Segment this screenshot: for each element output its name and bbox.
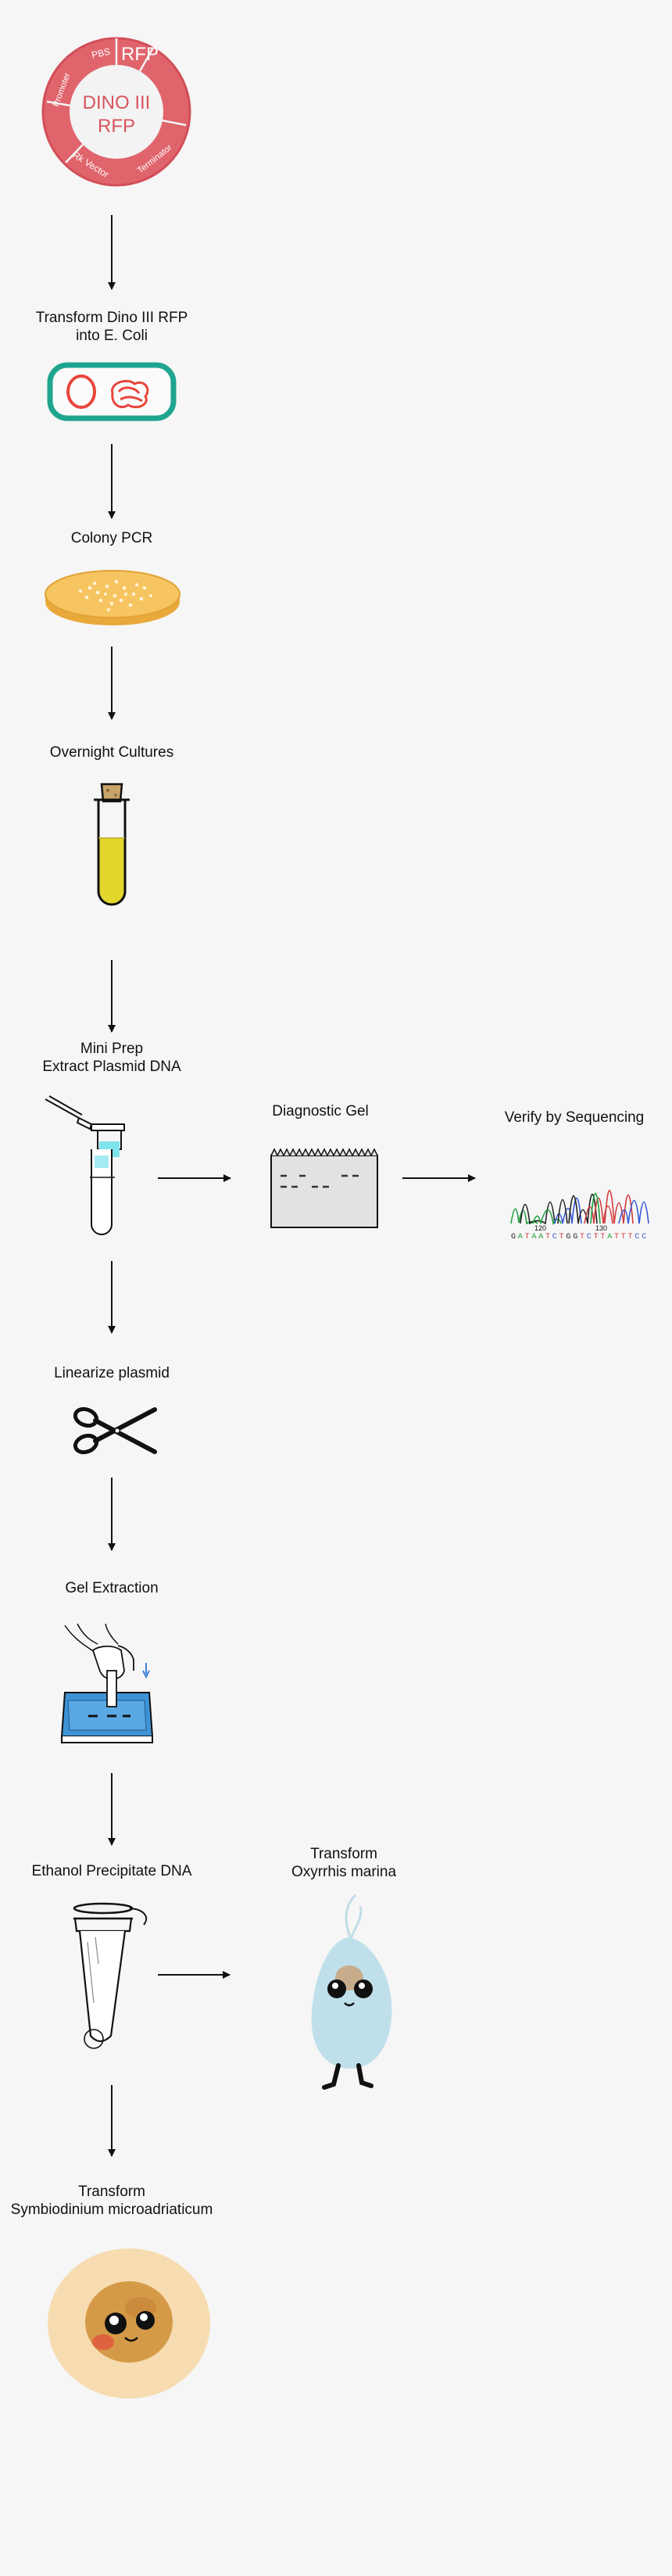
chromatogram-base: G — [566, 1233, 570, 1241]
plasmid-rfp-ring-label: RFP — [121, 44, 159, 65]
chromatogram-base: T — [614, 1233, 619, 1241]
step-overnight-cultures-label: Overnight Cultures — [49, 744, 174, 761]
chromatogram-base: T — [594, 1233, 599, 1241]
step-sequencing-label: Verify by Sequencing — [504, 1109, 645, 1126]
petri-dish-icon — [45, 570, 181, 625]
step-oxyrrhis-label: Transform Oxyrrhis marina — [258, 1845, 430, 1881]
step-linearize-label: Linearize plasmid — [54, 1365, 170, 1381]
scissors-icon — [73, 1406, 157, 1455]
chromatogram-base: T — [580, 1233, 584, 1241]
spin-column-icon — [45, 1095, 125, 1235]
chromatogram-tick-120: 120 — [534, 1224, 546, 1232]
step-miniprep-line2: Extract Plasmid DNA — [42, 1059, 181, 1075]
chromatogram-base: T — [525, 1233, 530, 1241]
ecoli-bacterium-icon — [47, 362, 177, 421]
plasmid-map-icon: RFP Promoter PBS Rk Vector Terminator DI… — [41, 37, 191, 187]
chromatogram-base: A — [538, 1233, 543, 1241]
chromatogram-base: C — [552, 1233, 557, 1241]
chromatogram-base: A — [607, 1233, 612, 1241]
chromatogram-base: G — [511, 1233, 516, 1241]
chromatogram-base: T — [621, 1233, 626, 1241]
step-miniprep-label: Mini Prep Extract Plasmid DNA — [18, 1040, 206, 1076]
plasmid-center-rfp: RFP — [98, 116, 135, 137]
chromatogram-base: C — [587, 1233, 592, 1241]
symbiodinium-cell-icon — [48, 2248, 210, 2399]
step-transform-ecoli-label: Transform Dino III RFP into E. Coli — [2, 309, 221, 345]
step-miniprep-line1: Mini Prep — [80, 1041, 144, 1057]
step-symbiodinium-label: Transform Symbiodinium microadriaticum — [2, 2183, 221, 2219]
culture-tube-icon — [94, 783, 130, 906]
step-transform-ecoli-line1: Transform Dino III RFP — [35, 310, 188, 326]
step-symbiodinium-line1: Transform — [78, 2184, 145, 2200]
chromatogram-base: C — [634, 1233, 639, 1241]
chromatogram-base: C — [642, 1233, 646, 1241]
step-gel-extraction-label: Gel Extraction — [65, 1580, 159, 1596]
step-diagnostic-gel-label: Diagnostic Gel — [272, 1103, 369, 1120]
colony-dots — [79, 579, 152, 611]
step-transform-ecoli-line2: into E. Coli — [76, 328, 148, 344]
chromatogram-base: T — [559, 1233, 564, 1241]
step-symbiodinium-line2: Symbiodinium microadriaticum — [10, 2202, 213, 2218]
gel-bands — [281, 1174, 359, 1188]
chromatogram-base: T — [600, 1233, 605, 1241]
chromatogram-base: T — [545, 1233, 550, 1241]
step-ethanol-label: Ethanol Precipitate DNA — [31, 1863, 192, 1879]
diagnostic-gel-icon — [270, 1148, 378, 1228]
step-oxyrrhis-line1: Transform — [310, 1846, 377, 1862]
microcentrifuge-tube-icon — [73, 1902, 148, 2049]
gel-extraction-icon — [60, 1623, 154, 1743]
step-colony-pcr-label: Colony PCR — [70, 530, 153, 546]
plasmid-center-name: DINO III — [83, 92, 151, 113]
plasmid-pbs-label: PBS — [91, 46, 111, 61]
chromatogram-base: A — [518, 1233, 523, 1241]
step-oxyrrhis-line2: Oxyrrhis marina — [291, 1864, 397, 1880]
chromatogram-tick-130: 130 — [595, 1224, 607, 1232]
chromatogram-base: G — [573, 1233, 577, 1241]
chromatogram-base: T — [628, 1233, 633, 1241]
oxyrrhis-cell-icon — [311, 1893, 392, 2090]
chromatogram-base: A — [531, 1233, 536, 1241]
